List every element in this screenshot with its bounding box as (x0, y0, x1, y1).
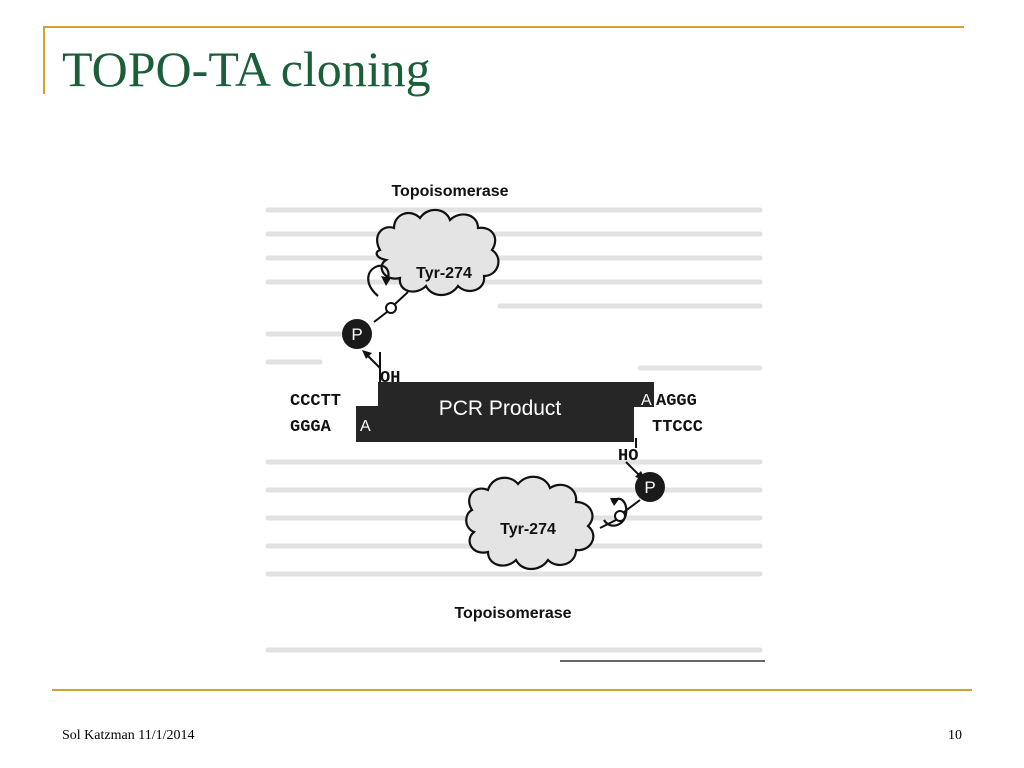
bottom-tyr-label: Tyr-274 (500, 521, 556, 538)
top-enzyme-label: Topoisomerase (391, 183, 508, 200)
footer-author-date: Sol Katzman 11/1/2014 (62, 728, 195, 743)
top-tyr-label: Tyr-274 (416, 265, 472, 282)
bottom-phosphate-circle (635, 472, 665, 502)
pcr-product-bar-top (378, 382, 654, 407)
top-phosphate-circle (342, 319, 372, 349)
left-overhang-base: A (360, 418, 371, 435)
accent-line-top (43, 26, 964, 28)
page-number: 10 (948, 728, 962, 743)
top-phosphate-label: P (351, 325, 362, 344)
oh-arrowhead (362, 350, 372, 359)
bottom-bond-arrowhead (610, 498, 620, 506)
bottom-hydroxyl-label: HO (618, 447, 638, 466)
right-top-sequence: AGGG (656, 392, 697, 411)
top-oxygen-mark (385, 302, 397, 314)
right-overhang-base: A (641, 392, 652, 409)
top-bond-arrowhead (381, 276, 391, 286)
pcr-product-bar-bottom (356, 406, 634, 442)
topo-ta-diagram: Topoisomerase Tyr-274 P OH PCR Product C… (260, 172, 770, 664)
accent-line-left (43, 26, 45, 94)
slide-title: TOPO-TA cloning (62, 41, 431, 97)
top-enzyme-cloud (375, 208, 500, 297)
left-top-sequence: CCCTT (290, 392, 341, 411)
top-bond-arrow (367, 264, 390, 297)
bottom-phosphate-label: P (644, 478, 655, 497)
right-bottom-sequence: TTCCC (652, 418, 703, 437)
bottom-enzyme-cloud (465, 475, 595, 571)
pcr-product-label: PCR Product (439, 397, 562, 420)
left-bottom-sequence: GGGA (290, 418, 332, 437)
bottom-enzyme-label: Topoisomerase (454, 605, 571, 622)
accent-line-bottom (52, 689, 972, 691)
